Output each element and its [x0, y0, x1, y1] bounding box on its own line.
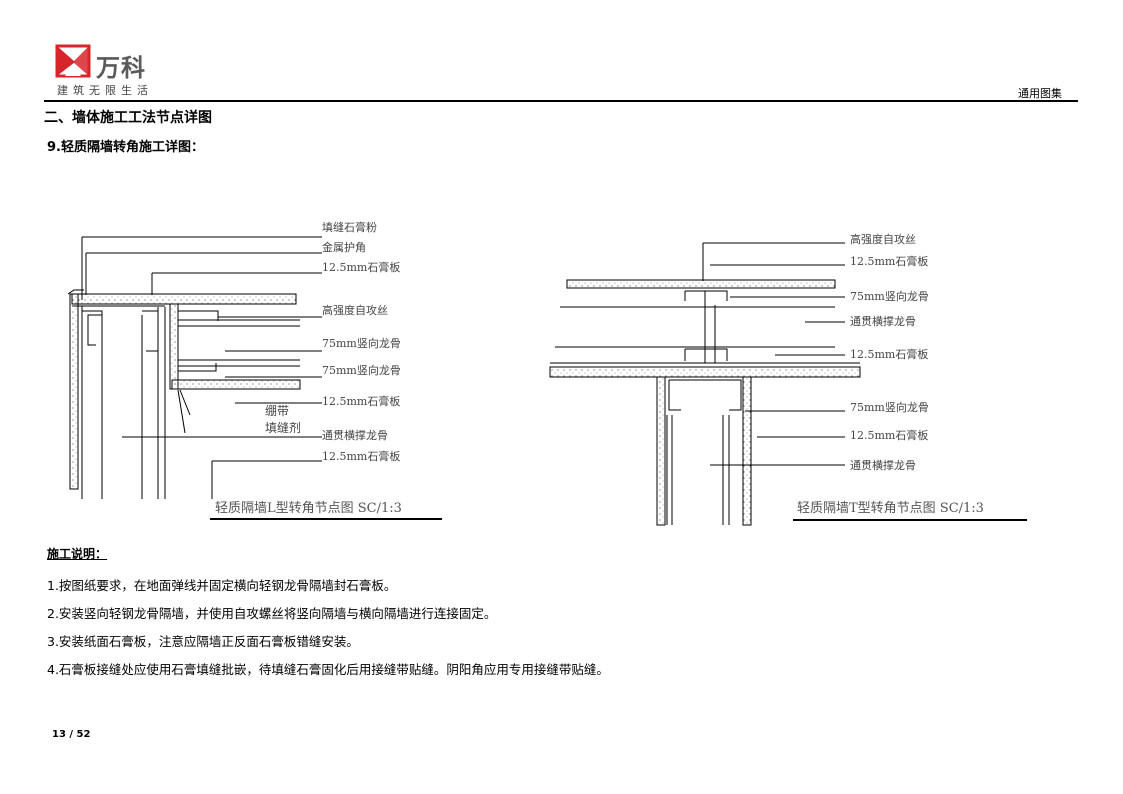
l-corner-diagram: 填缝石膏粉 金属护角 12.5mm石膏板 高强度自攻丝 75mm竖向龙骨 75m… [67, 220, 442, 520]
section-title: 二、墙体施工工法节点详图 [44, 110, 212, 126]
t-label-gypsum-1: 12.5mm石膏板 [850, 254, 928, 268]
brand-tagline: 建筑无限生活 [57, 84, 153, 97]
t-label-gypsum-3: 12.5mm石膏板 [850, 428, 928, 442]
doc-type: 通用图集 [1018, 87, 1062, 100]
t-label-stud-2: 75mm竖向龙骨 [850, 400, 929, 414]
t-label-screw: 高强度自攻丝 [850, 232, 916, 246]
t-label-stud-1: 75mm竖向龙骨 [850, 289, 929, 303]
label-filler-gypsum: 填缝石膏粉 [322, 220, 377, 234]
label-tape: 绷带 [265, 403, 289, 418]
t-label-brace-2: 通贯横撑龙骨 [850, 458, 916, 472]
notes-title: 施工说明： [47, 547, 108, 561]
left-diagram-caption: 轻质隔墙L型转角节点图 SC/1:3 [215, 501, 402, 516]
header-rule [44, 100, 1078, 102]
t-label-gypsum-2: 12.5mm石膏板 [850, 347, 928, 361]
t-corner-diagram: 高强度自攻丝 12.5mm石膏板 75mm竖向龙骨 通贯横撑龙骨 12.5mm石… [549, 232, 1027, 526]
note-item: 1.按图纸要求，在地面弹线并固定横向轻钢龙骨隔墙封石膏板。 [47, 578, 397, 593]
subsection-title: 9.轻质隔墙转角施工详图： [47, 140, 204, 155]
vanke-logo-icon [55, 44, 91, 78]
label-gypsum-board-1: 12.5mm石膏板 [322, 260, 400, 274]
note-item: 4.石膏板接缝处应使用石膏填缝批嵌，待填缝石膏固化后用接缝带贴缝。阴阳角应用专用… [47, 662, 609, 677]
label-metal-corner-guard: 金属护角 [322, 240, 366, 254]
label-filler: 填缝剂 [265, 420, 301, 435]
note-item: 2.安装竖向轻钢龙骨隔墙，并使用自攻螺丝将竖向隔墙与横向隔墙进行连接固定。 [47, 606, 497, 621]
label-self-tapping-screw: 高强度自攻丝 [322, 303, 388, 317]
label-gypsum-board-3: 12.5mm石膏板 [322, 449, 400, 463]
right-diagram-caption: 轻质隔墙T型转角节点图 SC/1:3 [797, 501, 984, 516]
label-stud-1: 75mm竖向龙骨 [322, 336, 401, 350]
label-gypsum-board-2: 12.5mm石膏板 [322, 394, 400, 408]
note-item: 3.安装纸面石膏板，注意应隔墙正反面石膏板错缝安装。 [47, 634, 359, 649]
label-cross-brace: 通贯横撑龙骨 [322, 428, 388, 442]
page-number: 13 / 52 [52, 729, 91, 740]
label-stud-2: 75mm竖向龙骨 [322, 363, 401, 377]
t-label-brace-1: 通贯横撑龙骨 [850, 314, 916, 328]
brand-name: 万科 [96, 54, 146, 82]
